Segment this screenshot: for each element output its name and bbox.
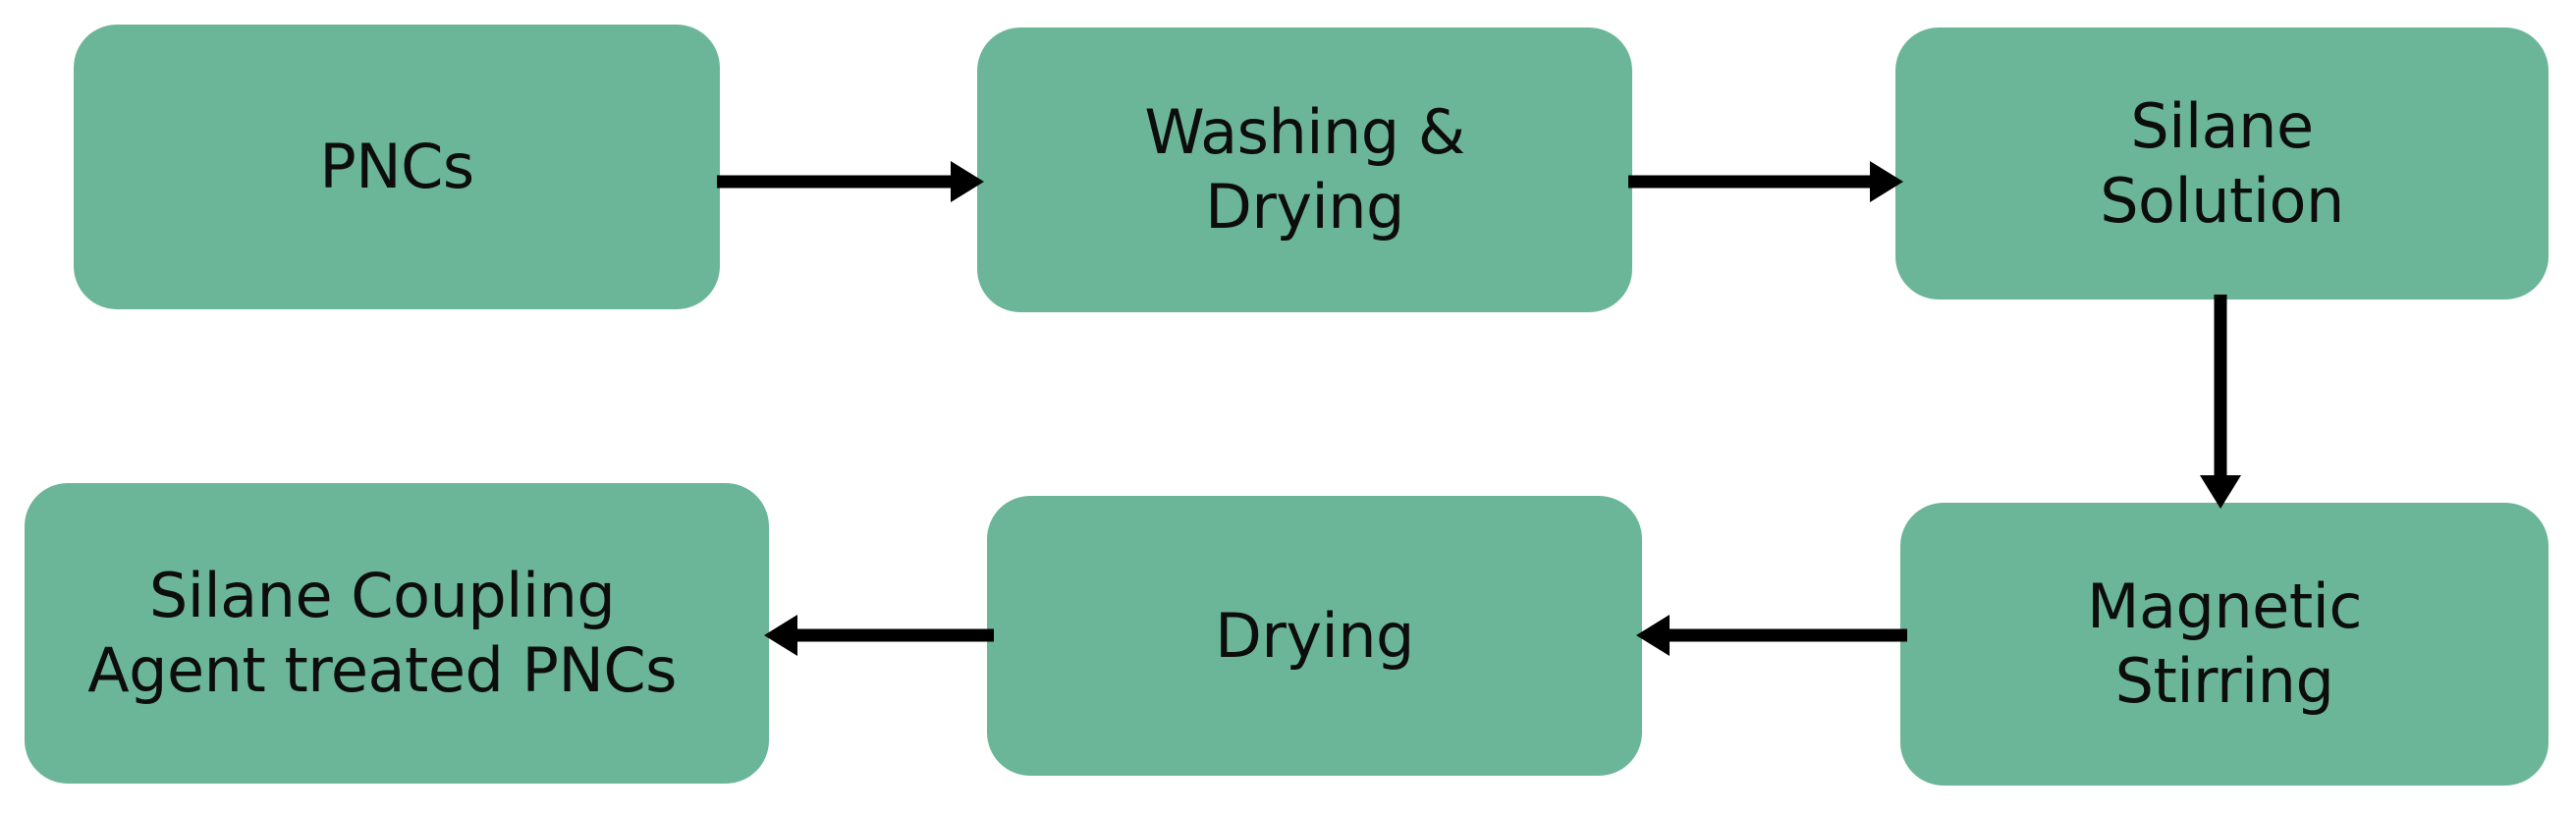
- flow-node-silane-coupling-agent-treated-pncs-label: Silane Coupling Agent treated PNCs: [87, 560, 677, 706]
- flow-node-silane-coupling-agent-treated-pncs[interactable]: Silane Coupling Agent treated PNCs: [25, 483, 769, 784]
- arrow-down-icon-silane-solution-to-magnetic-stirring: [2186, 295, 2255, 509]
- flow-node-washing-and-drying[interactable]: Washing & Drying: [977, 27, 1632, 312]
- flow-node-silane-solution[interactable]: Silane Solution: [1895, 27, 2549, 299]
- flow-node-drying-label: Drying: [1215, 599, 1414, 672]
- flow-node-silane-solution-label: Silane Solution: [2100, 89, 2344, 237]
- arrow-left-icon-magnetic-stirring-to-drying: [1636, 601, 1907, 670]
- flow-node-pncs[interactable]: PNCs: [74, 25, 720, 309]
- flow-node-washing-and-drying-label: Washing & Drying: [1144, 96, 1465, 243]
- flow-node-magnetic-stirring-label: Magnetic Stirring: [2087, 570, 2362, 717]
- flow-node-magnetic-stirring[interactable]: Magnetic Stirring: [1900, 503, 2549, 786]
- arrow-right-icon-washing-to-silane-solution: [1628, 147, 1903, 216]
- flow-node-pncs-label: PNCs: [319, 131, 474, 203]
- flow-node-drying[interactable]: Drying: [987, 496, 1642, 776]
- arrow-right-icon-pncs-to-washing: [717, 147, 984, 216]
- arrow-left-icon-drying-to-treated-pncs: [764, 601, 994, 670]
